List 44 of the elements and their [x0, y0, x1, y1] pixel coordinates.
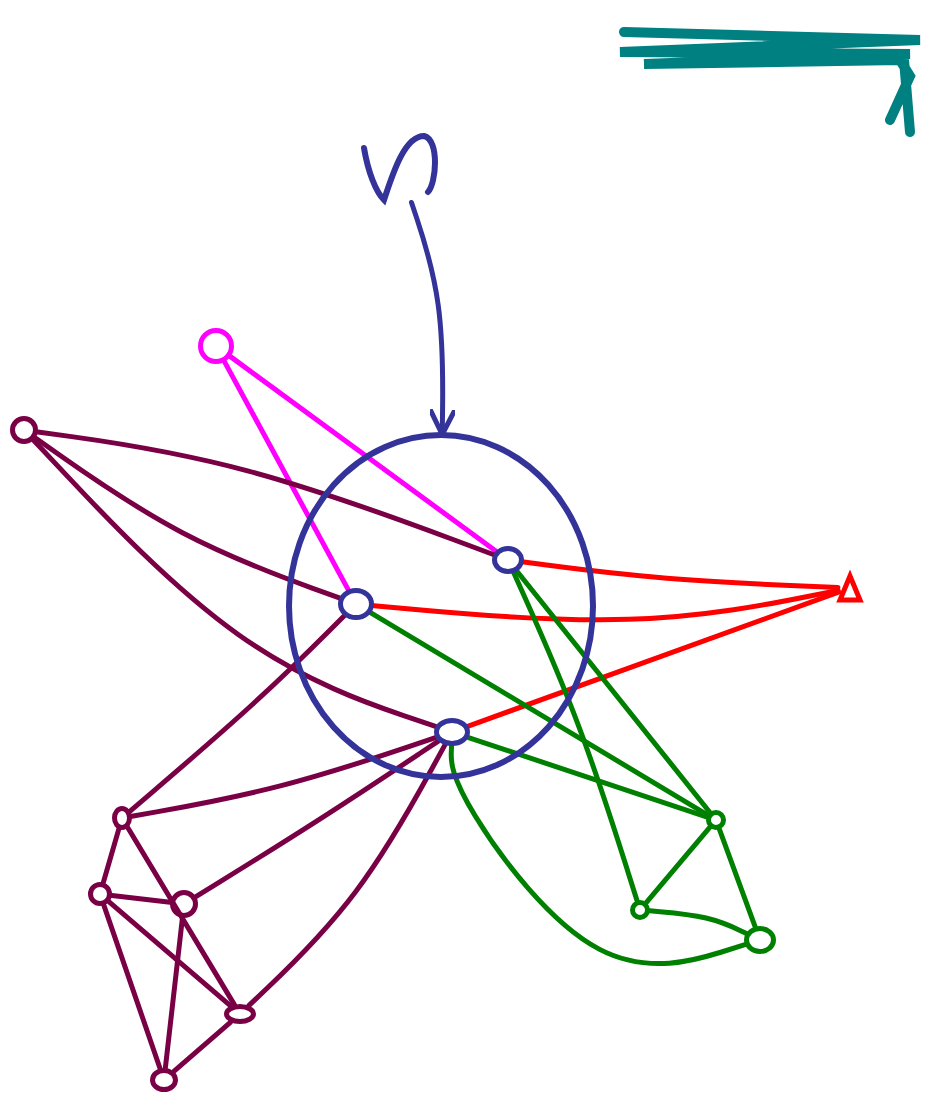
- connector-line: [125, 825, 237, 1008]
- loop-mark: [112, 806, 132, 830]
- connector-line: [466, 735, 709, 820]
- connector-line: [368, 610, 710, 818]
- connector-line: [465, 589, 842, 729]
- connector-line: [171, 1019, 234, 1074]
- connector-line: [647, 908, 749, 936]
- triangle-mark: [838, 574, 862, 602]
- connector-line: [371, 587, 841, 623]
- connector-line: [100, 826, 122, 885]
- loop-mark: [88, 882, 112, 906]
- squiggle-drawing: [360, 132, 440, 204]
- connector-line: [31, 437, 438, 729]
- connector-line: [521, 559, 841, 590]
- loop-mark: [150, 1068, 178, 1092]
- connector-line: [162, 915, 185, 1071]
- loop-mark: [630, 900, 650, 920]
- connector-line: [109, 892, 173, 905]
- connector-line: [101, 902, 163, 1071]
- loop-mark: [744, 926, 776, 954]
- connector-line: [448, 743, 748, 967]
- connector-line: [222, 359, 351, 593]
- connector-line: [716, 826, 758, 930]
- loop-mark: [706, 810, 726, 830]
- connector-line: [246, 742, 448, 1009]
- connector-line: [127, 613, 347, 814]
- connector-line: [643, 825, 713, 905]
- loop-mark: [434, 718, 470, 746]
- loop-mark: [492, 546, 524, 574]
- connector-line: [193, 738, 441, 900]
- connector-line: [228, 354, 499, 554]
- connector-line: [511, 570, 640, 903]
- connector-line: [514, 568, 713, 815]
- arrow: [409, 200, 458, 437]
- connector-line: [35, 429, 496, 557]
- connector-line: [32, 435, 342, 601]
- loop-mark: [10, 416, 38, 444]
- loop-mark: [224, 1004, 256, 1024]
- loop-mark: [170, 890, 198, 918]
- connector-line: [129, 735, 438, 819]
- connector-line: [106, 899, 234, 1009]
- loop-mark: [338, 588, 374, 620]
- ellipse-shape: [285, 432, 595, 780]
- loop-mark: [198, 328, 234, 364]
